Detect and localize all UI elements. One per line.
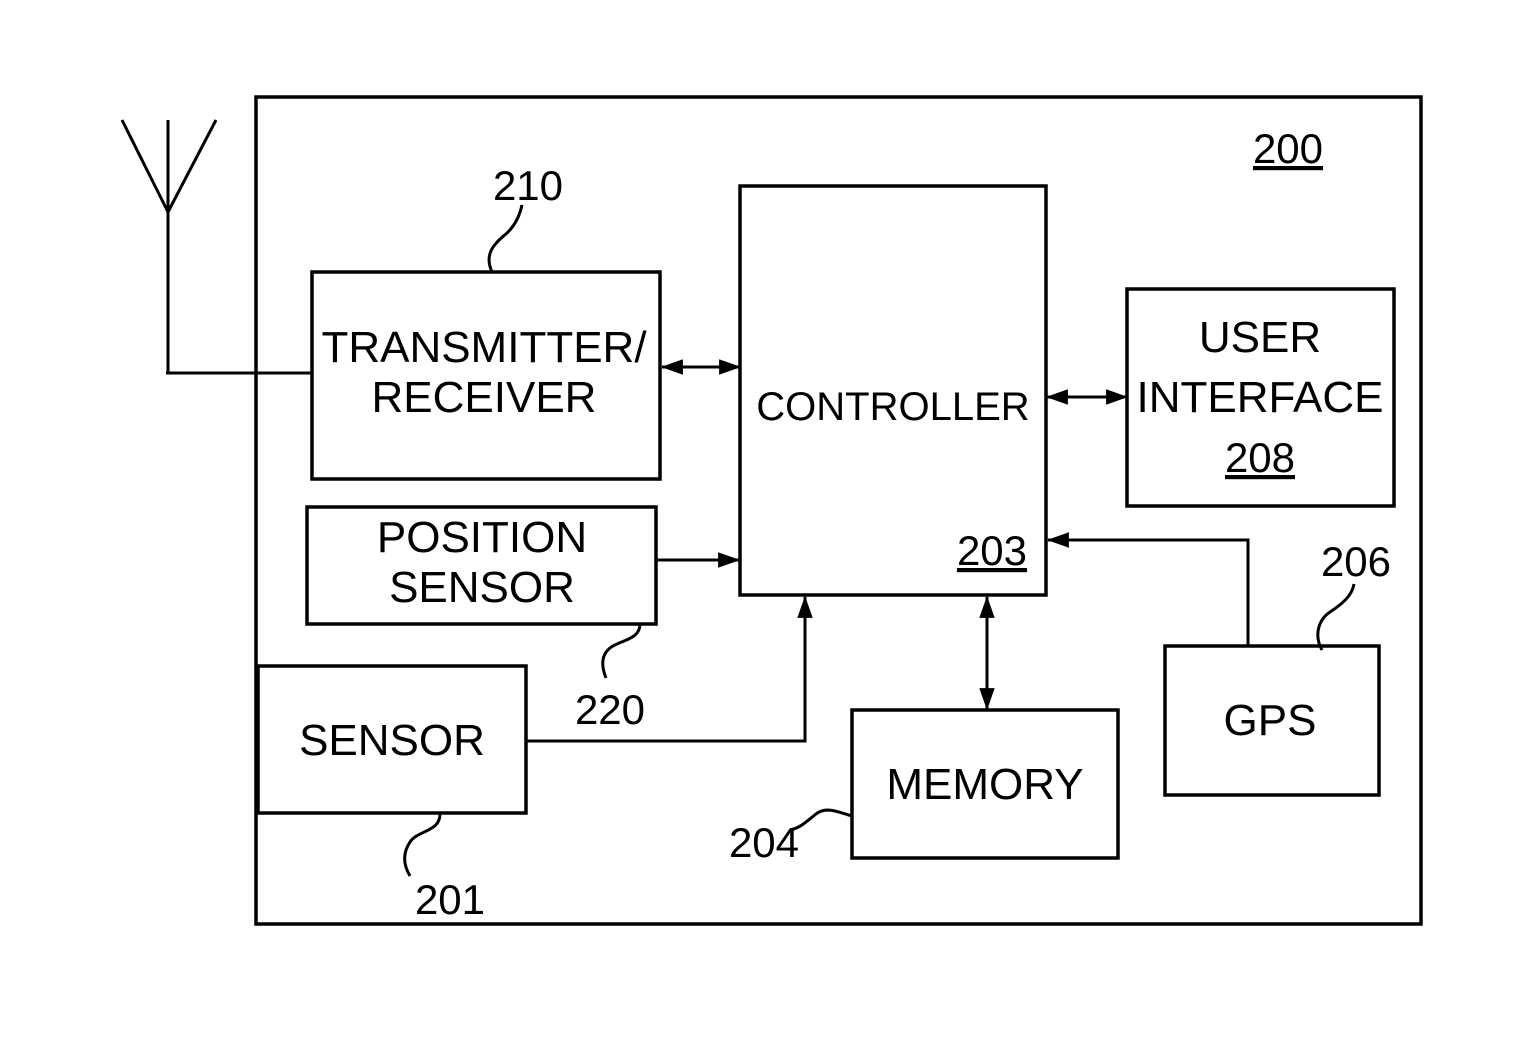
gps-label: GPS <box>1224 696 1317 745</box>
transceiver-label-line2: RECEIVER <box>372 373 597 422</box>
memory-label: MEMORY <box>886 760 1083 809</box>
user-interface-block: USER INTERFACE 208 <box>1127 289 1394 506</box>
sensor-ref-label: 201 <box>415 876 485 923</box>
gps-ref-label: 206 <box>1321 538 1391 585</box>
controller-label: CONTROLLER <box>756 385 1029 429</box>
memory-block: MEMORY <box>852 710 1118 858</box>
position-sensor-ref-label: 220 <box>575 686 645 733</box>
position-sensor-label-line2: SENSOR <box>389 563 575 612</box>
transceiver-block: TRANSMITTER/ RECEIVER <box>312 272 660 479</box>
sensor-label: SENSOR <box>299 716 485 765</box>
user-interface-ref-label: 208 <box>1225 434 1295 481</box>
device-ref-label: 200 <box>1253 125 1323 172</box>
memory-ref-label: 204 <box>729 819 799 866</box>
user-interface-label-line1: USER <box>1199 313 1321 362</box>
controller-block: CONTROLLER 203 <box>740 186 1046 595</box>
transceiver-ref-label: 210 <box>493 162 563 209</box>
transceiver-label-line1: TRANSMITTER/ <box>321 323 647 372</box>
gps-block: GPS <box>1165 646 1379 795</box>
position-sensor-label-line1: POSITION <box>377 513 587 562</box>
user-interface-label-line2: INTERFACE <box>1137 373 1384 422</box>
controller-ref-label: 203 <box>957 527 1027 574</box>
sensor-block: SENSOR <box>258 666 526 813</box>
position-sensor-block: POSITION SENSOR <box>307 507 656 624</box>
